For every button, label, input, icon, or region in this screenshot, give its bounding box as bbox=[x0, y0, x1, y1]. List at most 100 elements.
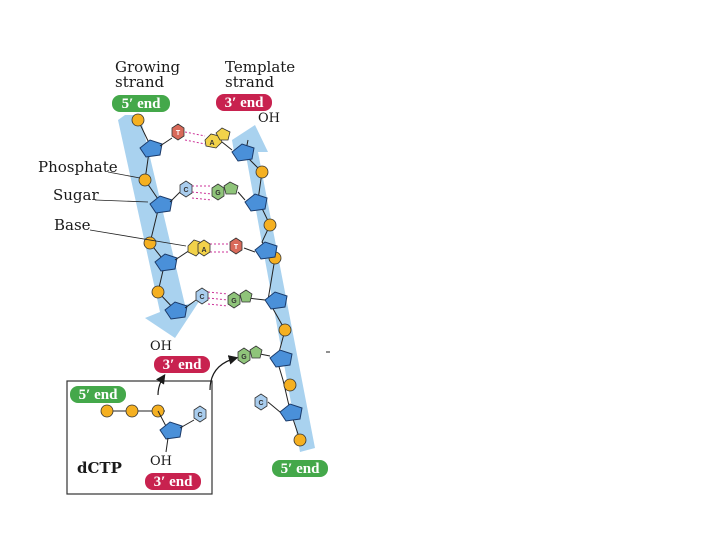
base-C-shape bbox=[254, 393, 268, 411]
phosphate-circle bbox=[138, 173, 152, 187]
phosphate-circle bbox=[255, 165, 269, 179]
template-strand-label-line2: strand bbox=[225, 73, 274, 91]
base-C-2: C bbox=[195, 287, 209, 305]
arrow-to-template-base bbox=[209, 355, 239, 391]
sugar-pentagon bbox=[254, 241, 278, 260]
sugar-leader bbox=[94, 199, 149, 203]
sugar-pentagon bbox=[244, 193, 268, 212]
phosphate-circle bbox=[100, 404, 114, 418]
bond-line bbox=[174, 249, 191, 261]
base-letter: A bbox=[201, 247, 206, 254]
phosphate-circle bbox=[278, 323, 292, 337]
three-end-badge-growing bbox=[154, 356, 210, 373]
hydrogen-bond bbox=[184, 131, 206, 137]
base-T-1: T bbox=[171, 123, 185, 141]
sugar-pentagon bbox=[264, 291, 288, 310]
bond-line bbox=[237, 191, 246, 201]
hydrogen-bond bbox=[207, 303, 229, 307]
growing-strand-label-line2: strand bbox=[115, 73, 164, 91]
hydrogen-bond bbox=[207, 297, 229, 301]
sugar-pentagon bbox=[149, 195, 173, 214]
phosphate-circle bbox=[151, 285, 165, 299]
sugar-pentagon bbox=[139, 139, 163, 158]
dctp-phosphates bbox=[100, 404, 165, 418]
base-letter: C bbox=[199, 294, 204, 301]
base-label: Base bbox=[54, 216, 91, 234]
growing-strand-phosphates bbox=[131, 113, 165, 299]
base-letter: A bbox=[209, 140, 214, 147]
phosphate-circle bbox=[293, 433, 307, 447]
sugar-pentagon bbox=[231, 143, 255, 162]
base-A-2: A bbox=[187, 239, 211, 257]
dctp-base-shape bbox=[193, 405, 207, 423]
base-A-shape bbox=[204, 133, 223, 149]
bond-line bbox=[259, 353, 271, 357]
five-end-badge-top bbox=[112, 95, 170, 112]
template-strand-arrow bbox=[232, 125, 315, 452]
base-C-shape bbox=[179, 180, 193, 198]
five-end-badge-bottom bbox=[272, 460, 328, 477]
hydrogen-bond bbox=[184, 139, 206, 145]
base-A-shape bbox=[197, 239, 211, 257]
five-end-badge-dctp bbox=[70, 386, 126, 403]
base-letter: C bbox=[258, 400, 263, 407]
growing-strand-label-line1: Growing bbox=[115, 58, 180, 76]
growing-strand-sugars bbox=[139, 139, 188, 320]
phosphate-circle bbox=[143, 236, 157, 250]
dctp-oh-bond bbox=[165, 437, 169, 453]
base-C-1: C bbox=[179, 180, 193, 198]
bond-line bbox=[267, 401, 281, 413]
glycosidic-bonds bbox=[159, 137, 281, 413]
three-end-badge-top bbox=[216, 94, 272, 111]
template-strand-label-line1: Template bbox=[225, 58, 295, 76]
base-letter: T bbox=[176, 130, 181, 137]
bond-line bbox=[221, 141, 233, 151]
sugar-label: Sugar bbox=[53, 186, 99, 204]
base-G-shape bbox=[211, 183, 225, 201]
base-C-free: C bbox=[254, 393, 268, 411]
base-leader bbox=[89, 229, 187, 247]
base-T-2: T bbox=[229, 237, 243, 255]
base-T-shape bbox=[229, 237, 243, 255]
base-A-1: A bbox=[204, 127, 231, 149]
phosphate-circle bbox=[263, 218, 277, 232]
dctp-sugar bbox=[159, 421, 183, 440]
base-G-2: G bbox=[227, 289, 253, 309]
three-end-badge-dctp bbox=[145, 473, 201, 490]
phosphate-circle bbox=[283, 378, 297, 392]
three-end-badge-dctp-text: 3′ end bbox=[154, 474, 193, 490]
phosphate-label: Phosphate bbox=[38, 158, 118, 176]
bond-line bbox=[159, 137, 173, 147]
sugar-pentagon bbox=[279, 403, 303, 422]
three-end-badge-growing-text: 3′ end bbox=[163, 357, 202, 373]
phosphate-circle bbox=[125, 404, 139, 418]
bond-line bbox=[184, 299, 197, 309]
base-G-shape bbox=[239, 289, 253, 303]
base-G-1: G bbox=[211, 181, 239, 201]
dctp-label: dCTP bbox=[77, 459, 122, 477]
hydrogen-bond bbox=[191, 197, 213, 201]
oh-label-dctp: OH bbox=[150, 454, 172, 469]
base-A-shape bbox=[215, 127, 231, 141]
phosphate-leader bbox=[107, 171, 141, 179]
sugar-pentagon bbox=[269, 349, 293, 368]
sugar-pentagon bbox=[154, 253, 178, 272]
three-end-badge-top-text: 3′ end bbox=[225, 95, 264, 111]
base-letter: G bbox=[241, 354, 247, 361]
base-G-incoming: G bbox=[237, 345, 263, 365]
five-end-badge-bottom-text: 5′ end bbox=[281, 461, 320, 477]
oh-label-top: OH bbox=[258, 111, 280, 126]
base-letter: C bbox=[183, 187, 188, 194]
template-strand-phosphates bbox=[255, 165, 307, 447]
base-G-shape bbox=[249, 345, 263, 359]
hydrogen-bond bbox=[191, 191, 213, 195]
base-letter: T bbox=[234, 244, 239, 251]
growing-strand-arrow bbox=[118, 115, 200, 338]
sugar-pentagon bbox=[164, 301, 188, 320]
base-letter: G bbox=[231, 298, 237, 305]
five-end-badge-dctp-text: 5′ end bbox=[79, 387, 118, 403]
oh-label-growing: OH bbox=[150, 339, 172, 354]
base-G-shape bbox=[227, 291, 241, 309]
arrow-to-growing-end bbox=[156, 374, 166, 396]
